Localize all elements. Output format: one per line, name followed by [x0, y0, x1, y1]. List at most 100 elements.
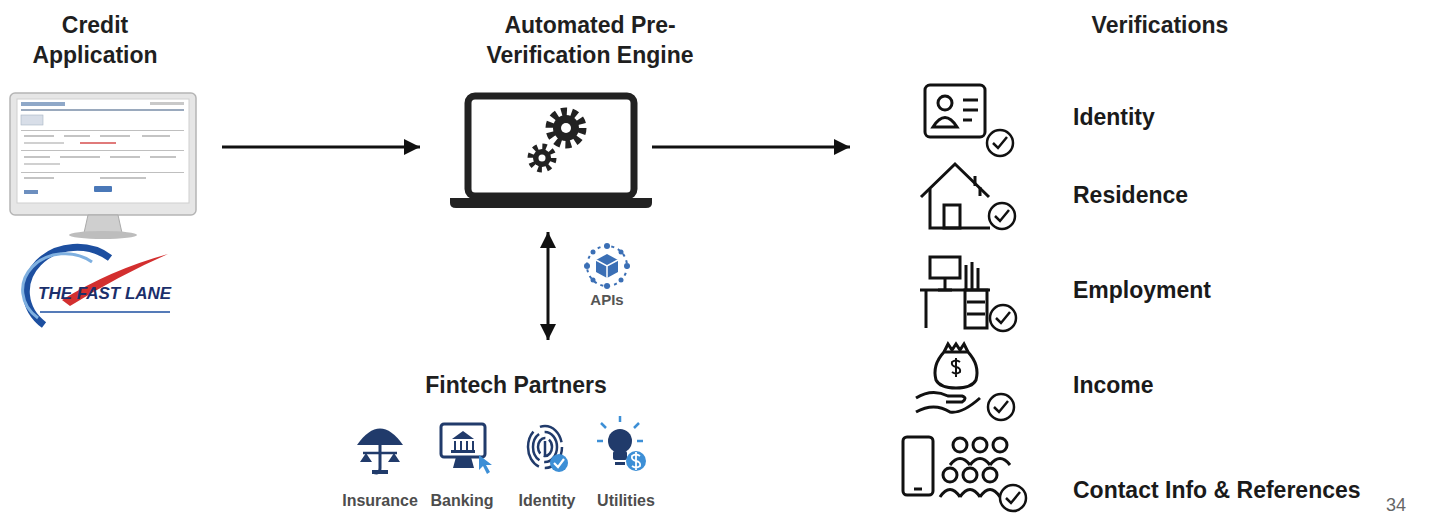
fingerprint-icon	[538, 438, 552, 456]
monitor-illustration	[24, 142, 64, 144]
banking-icon	[479, 455, 492, 474]
api-icon	[584, 263, 590, 269]
contacts-icon	[973, 438, 987, 452]
contacts-icon	[963, 468, 977, 482]
check-badge	[1006, 492, 1020, 503]
gear-icon	[531, 147, 553, 169]
monitor-illustration	[24, 156, 50, 158]
fingerprint-icon	[554, 459, 564, 467]
id-card-icon	[963, 100, 978, 120]
monitor-illustration	[150, 156, 176, 158]
desk-icon	[925, 290, 928, 328]
income-icon	[935, 352, 977, 388]
house-icon	[944, 205, 960, 228]
desk-icon	[966, 262, 978, 290]
utilities-icon	[597, 416, 643, 441]
monitor-illustration	[24, 163, 60, 165]
check-badge	[989, 203, 1015, 229]
desk-icon	[920, 257, 990, 328]
page-number: 34	[1386, 494, 1426, 516]
item-label: Employment	[1073, 275, 1413, 305]
monitor-illustration	[142, 135, 170, 137]
fast-lane-logo	[40, 311, 170, 313]
banking-icon	[453, 457, 474, 468]
banking-icon	[441, 424, 485, 457]
id-card-icon	[925, 85, 985, 137]
insurance-icon	[360, 453, 400, 462]
check-badge	[987, 130, 1026, 511]
check-badge	[993, 137, 1007, 148]
gear-icon	[531, 112, 582, 169]
partner-label: Utilities	[571, 490, 681, 512]
utilities-icon	[626, 451, 646, 471]
fingerprint-icon	[550, 454, 568, 472]
banking-icon	[455, 441, 473, 450]
monitor-illustration	[100, 135, 130, 137]
partner-item: Identity	[502, 420, 592, 518]
monitor-illustration	[21, 115, 43, 125]
utilities-icon	[615, 462, 625, 465]
utilities-icon	[632, 452, 640, 470]
insurance-icon	[363, 452, 397, 455]
gear-icon	[550, 112, 582, 144]
verification-item: Contact Info & References	[905, 435, 1435, 515]
fingerprint-icon	[528, 426, 568, 472]
check-badge	[996, 312, 1010, 323]
monitor-illustration	[21, 102, 65, 106]
monitor-illustration	[21, 150, 184, 151]
heading: Verifications	[1075, 10, 1245, 40]
income-icon	[916, 398, 980, 412]
api-icon	[624, 263, 630, 269]
monitor-illustration	[100, 177, 146, 179]
check-badge	[987, 130, 1013, 156]
contacts-icon	[983, 468, 997, 482]
partner-label: Banking	[407, 490, 517, 512]
verifications-group: VerificationsIdentityResidenceEmployment…	[850, 5, 1440, 518]
monitor-illustration	[64, 135, 90, 137]
heading: Automated Pre-Verification Engine	[455, 10, 725, 70]
contacts-icon	[993, 438, 1007, 452]
desk-icon	[965, 290, 987, 328]
monitor-illustration	[60, 156, 100, 158]
monitor-illustration	[94, 186, 112, 192]
monitor-illustration	[80, 142, 116, 144]
check-badge	[994, 401, 1008, 412]
monitor-illustration	[84, 215, 122, 233]
api-icon	[584, 243, 630, 289]
heading: Fintech Partners	[406, 370, 626, 400]
engine-group: Automated Pre-Verification Engine	[420, 5, 652, 232]
flow-arrow	[222, 146, 420, 149]
partner-item: Banking	[417, 420, 507, 518]
api-icon	[619, 278, 624, 283]
house-icon	[921, 164, 990, 228]
desk-icon	[938, 278, 952, 290]
desk-icon	[967, 302, 985, 314]
api-label: APIs	[582, 290, 632, 310]
income-icon	[952, 358, 960, 377]
fingerprint-icon	[544, 441, 547, 455]
insurance-icon	[372, 470, 388, 474]
contacts-icon	[903, 437, 1010, 497]
gear-icon	[553, 115, 579, 141]
desk-icon	[930, 257, 960, 278]
logo-text: THE FAST LANE	[38, 283, 188, 305]
monitor-illustration	[24, 190, 38, 194]
monitor-illustration	[150, 102, 184, 105]
id-card-icon	[925, 85, 985, 137]
banking-icon	[452, 431, 474, 439]
partner-label: Insurance	[325, 490, 435, 512]
api-icon	[587, 246, 627, 286]
partner-item: Utilities	[581, 420, 671, 518]
monitor-illustration	[110, 156, 140, 158]
contacts-icon	[914, 488, 922, 491]
check-badge	[990, 305, 1016, 331]
api-icon	[596, 254, 618, 278]
api-icon	[604, 283, 610, 289]
insurance-icon	[357, 429, 403, 446]
monitor-illustration	[21, 109, 184, 111]
contacts-icon	[953, 438, 967, 452]
